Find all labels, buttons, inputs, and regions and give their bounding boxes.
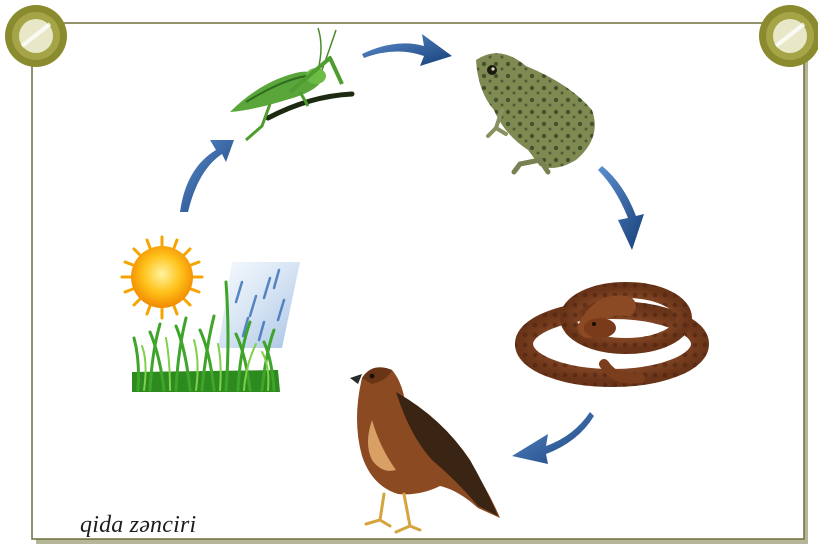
sun-icon (122, 237, 202, 318)
pin-left-icon (5, 5, 67, 67)
caption: qida zənciri (80, 512, 196, 539)
